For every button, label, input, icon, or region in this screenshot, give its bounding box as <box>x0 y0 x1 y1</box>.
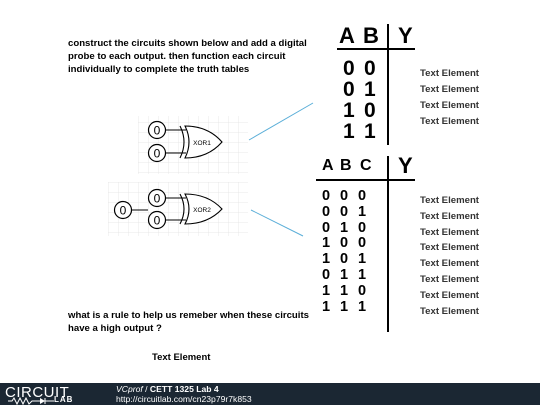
xor2-circuit[interactable]: 0 0 0 XOR2 <box>113 188 223 230</box>
table2-output-text-element[interactable]: Text Element <box>420 258 480 270</box>
table1-output-text-element[interactable]: Text Element <box>420 84 480 95</box>
waveform-icon <box>8 397 54 405</box>
table1-cell: 0 <box>343 78 355 101</box>
circuitlab-logo-lab: LAB <box>54 395 74 404</box>
circuitlab-logo[interactable]: CIRCUIT <box>5 384 70 401</box>
table2-cell: 1 <box>340 267 349 283</box>
xor1-gate[interactable] <box>184 125 223 159</box>
table2-header-rule <box>316 179 415 181</box>
table2-cell: 1 <box>322 298 331 315</box>
table2-header-a: A <box>322 157 334 174</box>
table1-cell: 1 <box>364 120 376 143</box>
table2-cell: 0 <box>322 203 331 220</box>
table2-cell: 1 <box>358 267 367 283</box>
table2-cell: 0 <box>322 267 331 283</box>
table2-cell: 1 <box>322 251 331 268</box>
footer-credit: VCprof / CETT 1325 Lab 4 <box>116 384 219 394</box>
xor1-label: XOR1 <box>193 140 211 147</box>
table1-cell: 0 <box>364 57 376 80</box>
table1-divider <box>387 24 389 145</box>
table2-cell: 0 <box>358 219 367 236</box>
xor1-circuit[interactable]: 0 0 XOR1 <box>147 120 223 163</box>
table1-output-text-element[interactable]: Text Element <box>420 100 480 111</box>
table2-cell: 0 <box>358 282 367 299</box>
table2-header-b: B <box>340 157 352 174</box>
table2-output-text-element[interactable]: Text Element <box>420 226 480 238</box>
table1-header-y: Y <box>398 23 413 48</box>
input-d-value: 0 <box>154 214 161 228</box>
table2-cell: 1 <box>358 251 367 268</box>
table2-output-text-element[interactable]: Text Element <box>420 305 480 317</box>
table1-header-rule <box>337 48 415 50</box>
table2-cell: 0 <box>340 203 349 220</box>
table1-output-text-element[interactable]: Text Element <box>420 68 480 79</box>
table1-cell: 1 <box>343 120 355 143</box>
table2-cell: 1 <box>322 235 331 252</box>
table1-header-a: A <box>339 23 355 48</box>
table2-output-text-element[interactable]: Text Element <box>420 289 480 301</box>
outer-input-value: 0 <box>120 204 127 218</box>
table2-cell: 1 <box>340 298 349 315</box>
table2-divider <box>387 156 389 332</box>
table2-cell: 0 <box>340 235 349 252</box>
table1-cell: 0 <box>343 57 355 80</box>
table2-cell: 1 <box>358 203 367 220</box>
footer-user-link[interactable]: VCprof <box>116 384 143 394</box>
input-b-value: 0 <box>154 147 161 161</box>
table1-cell: 0 <box>364 99 376 122</box>
answer-text-element[interactable]: Text Element <box>152 352 211 363</box>
schematic-canvas[interactable]: 0 0 XOR1 0 0 0 XOR2 <box>108 112 250 236</box>
table2-output-text-element[interactable]: Text Element <box>420 195 480 206</box>
input-a-value: 0 <box>154 124 161 138</box>
table2-cell: 0 <box>322 219 331 236</box>
table2-cell: 1 <box>358 298 367 315</box>
xor-gate-shape <box>179 125 185 159</box>
table2-output-text-element[interactable]: Text Element <box>420 210 480 222</box>
table2-cell: 1 <box>322 282 331 299</box>
table1-header-b: B <box>363 23 379 48</box>
table2-header-y: Y <box>398 153 413 178</box>
xor-gate-shape <box>179 193 185 225</box>
table2-output-text-element[interactable]: Text Element <box>420 274 480 285</box>
footer-url[interactable]: http://circuitlab.com/cn23p79r7k853 <box>116 394 252 404</box>
table2-cell: 0 <box>340 188 349 204</box>
table2-header-c: C <box>360 157 372 174</box>
table2-cell: 0 <box>322 188 331 204</box>
footer-circuit-title[interactable]: CETT 1325 Lab 4 <box>149 384 219 394</box>
footer-separator: / <box>142 384 150 394</box>
input-c-value: 0 <box>154 192 161 206</box>
table2-output-text-element[interactable]: Text Element <box>420 242 480 254</box>
table1-output-text-element[interactable]: Text Element <box>420 116 480 127</box>
pointer-line-2 <box>250 209 304 237</box>
pointer-line-1 <box>248 102 314 141</box>
table1-cell: 1 <box>343 99 355 122</box>
table2-cell: 0 <box>358 188 367 204</box>
question-text: what is a rule to help us remeber when t… <box>68 310 309 334</box>
xor2-gate[interactable] <box>184 193 223 225</box>
table2-cell: 0 <box>340 251 349 268</box>
table1-cell: 1 <box>364 78 376 101</box>
table2-cell: 1 <box>340 219 349 236</box>
table2-cell: 1 <box>340 282 349 299</box>
instructions-text: construct the circuits shown below and a… <box>68 38 307 75</box>
xor2-label: XOR2 <box>193 207 211 214</box>
table2-cell: 0 <box>358 235 367 252</box>
pointer-lines <box>248 102 314 237</box>
circuitlab-footer: CIRCUIT LAB VCprof / CETT 1325 Lab 4 htt… <box>0 383 540 405</box>
